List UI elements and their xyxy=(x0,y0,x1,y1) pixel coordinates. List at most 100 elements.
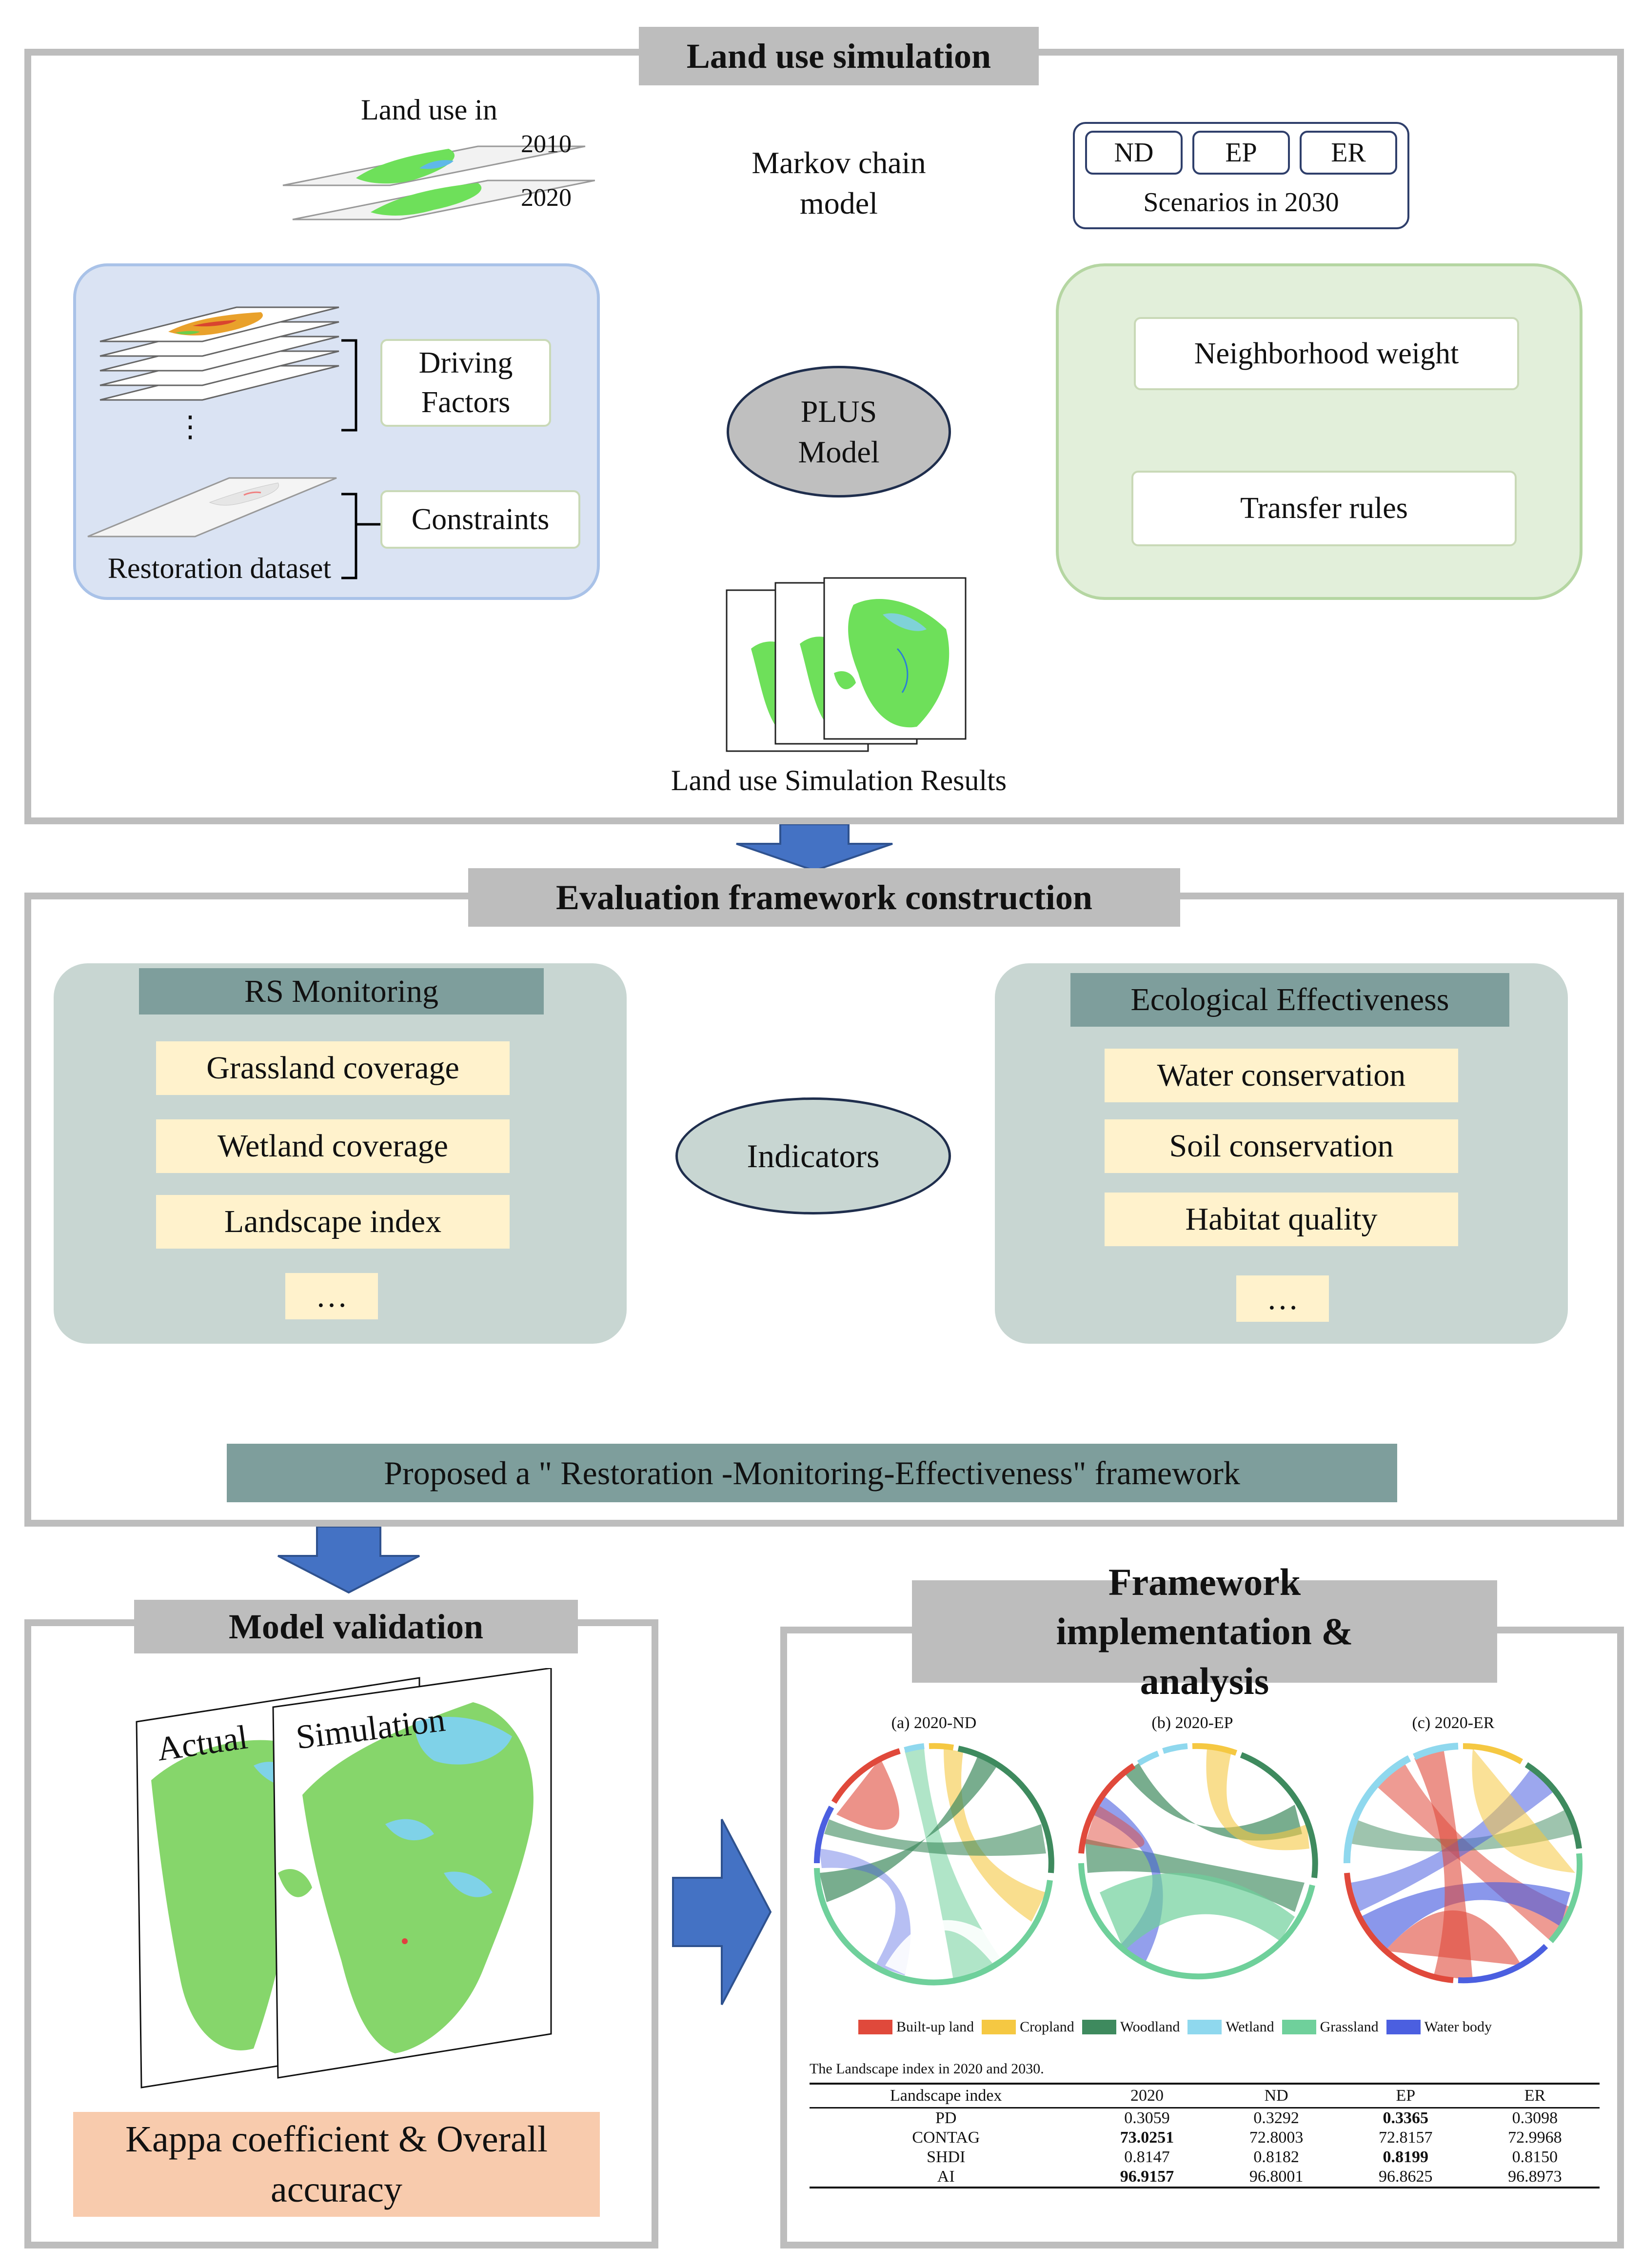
results-label: Land use Simulation Results xyxy=(671,764,1007,796)
constraints-box: Constraints xyxy=(380,490,580,549)
big-arrow-right xyxy=(672,1819,772,2005)
table-cell: 0.3059 xyxy=(1124,2109,1170,2127)
land-use-in-label: Land use in xyxy=(361,93,497,126)
eco-item-water: Water conservation xyxy=(1105,1049,1458,1102)
table-caption: The Landscape index in 2020 and 2030. xyxy=(810,2061,1044,2077)
eco-item-more: … xyxy=(1236,1275,1329,1322)
driving-factor-bracket xyxy=(341,339,357,432)
indicators-node: Indicators xyxy=(675,1097,951,1214)
land-use-map-stack xyxy=(282,145,595,220)
table-cell: PD xyxy=(935,2109,957,2127)
landscape-index-table: Landscape index 2020 ND EP ER PD 0.3059 … xyxy=(810,2083,1600,2188)
legend-item: Wetland xyxy=(1187,2019,1274,2035)
restoration-dataset-label: Restoration dataset xyxy=(107,552,332,584)
table-row: AI 96.9157 96.8001 96.8625 96.8973 xyxy=(810,2167,1600,2188)
land-use-simulation-title: Land use simulation xyxy=(639,27,1039,85)
legend-swatch xyxy=(858,2019,892,2034)
table-cell: 73.0251 xyxy=(1120,2129,1174,2147)
legend-swatch xyxy=(1282,2019,1316,2034)
legend-item: Built-up land xyxy=(858,2019,974,2035)
th-er: ER xyxy=(1524,2087,1546,2105)
evaluation-title: Evaluation framework construction xyxy=(468,868,1180,927)
legend-label: Cropland xyxy=(1020,2018,1074,2035)
transfer-rules-box: Transfer rules xyxy=(1131,471,1517,546)
plus-model-node: PLUS Model xyxy=(727,366,951,497)
simulation-results-maps xyxy=(726,577,967,752)
scenario-nd: ND xyxy=(1085,131,1183,175)
legend-swatch xyxy=(1386,2019,1421,2034)
table-cell: 96.8625 xyxy=(1379,2168,1433,2186)
table-cell: 0.3365 xyxy=(1383,2109,1429,2127)
legend-label: Wetland xyxy=(1226,2018,1274,2035)
driving-factor-layers xyxy=(99,306,339,401)
chord-title-a: (a) 2020-ND xyxy=(891,1713,977,1732)
eco-item-soil: Soil conservation xyxy=(1105,1119,1458,1173)
table-row: PD 0.3059 0.3292 0.3365 0.3098 xyxy=(810,2108,1600,2129)
chord-diagrams xyxy=(814,1743,1583,1986)
legend-label: Built-up land xyxy=(896,2018,974,2035)
legend-label: Woodland xyxy=(1120,2018,1180,2035)
scenario-er: ER xyxy=(1300,131,1397,175)
big-arrow-down-2 xyxy=(277,1526,420,1594)
rs-item-wetland: Wetland coverage xyxy=(156,1119,510,1173)
table-cell: 72.8003 xyxy=(1249,2129,1304,2147)
chord-title-b: (b) 2020-EP xyxy=(1151,1713,1233,1732)
table-cell: 0.8199 xyxy=(1383,2148,1429,2166)
rs-item-landscape: Landscape index xyxy=(156,1195,510,1249)
proposed-framework-bar: Proposed a " Restoration -Monitoring-Eff… xyxy=(227,1444,1397,1502)
chord-diagram-a xyxy=(814,1743,1054,1986)
table-cell: CONTAG xyxy=(912,2129,980,2147)
scenario-ep: EP xyxy=(1192,131,1290,175)
kappa-box: Kappa coefficient & Overall accuracy xyxy=(73,2112,600,2217)
rs-monitoring-title: RS Monitoring xyxy=(139,968,544,1015)
rs-item-grassland: Grassland coverage xyxy=(156,1041,510,1095)
eco-item-habitat: Habitat quality xyxy=(1105,1193,1458,1246)
legend-swatch xyxy=(982,2019,1016,2034)
scenarios-label: Scenarios in 2030 xyxy=(1143,187,1339,218)
table-cell: 72.8157 xyxy=(1379,2129,1433,2147)
table-cell: 72.9968 xyxy=(1508,2129,1562,2147)
legend-label: Water body xyxy=(1424,2018,1492,2035)
table-cell: 0.3098 xyxy=(1512,2109,1558,2127)
framework-title: Framework implementation & analysis xyxy=(912,1561,1497,1702)
chord-title-c: (c) 2020-ER xyxy=(1412,1713,1495,1732)
table-cell: 96.9157 xyxy=(1120,2168,1174,2186)
model-validation-title: Model validation xyxy=(134,1600,578,1653)
table-cell: 96.8973 xyxy=(1508,2168,1562,2186)
chord-diagram-b xyxy=(1078,1743,1318,1980)
rules-group xyxy=(1056,263,1583,600)
validation-maps xyxy=(136,1668,552,2089)
year-2010-label: 2010 xyxy=(521,130,572,158)
driving-factors-box: Driving Factors xyxy=(380,339,551,427)
table-cell: AI xyxy=(937,2168,955,2186)
eco-effectiveness-title: Ecological Effectiveness xyxy=(1070,973,1509,1027)
big-arrow-down-1 xyxy=(736,823,893,872)
th-ep: EP xyxy=(1396,2087,1416,2105)
constraint-layer xyxy=(87,477,337,537)
legend-swatch xyxy=(1082,2019,1116,2034)
chord-diagram-c xyxy=(1343,1743,1583,1984)
table-header-row: Landscape index 2020 ND EP ER xyxy=(810,2084,1600,2108)
table-cell: 0.3292 xyxy=(1253,2109,1299,2127)
legend-item: Woodland xyxy=(1082,2019,1180,2035)
th-landscape-index: Landscape index xyxy=(890,2087,1002,2105)
constraint-bracket xyxy=(341,493,380,579)
legend-item: Cropland xyxy=(982,2019,1074,2035)
year-2020-label: 2020 xyxy=(521,183,572,212)
ellipsis-dots: ⋮ xyxy=(176,411,205,443)
legend-swatch xyxy=(1187,2019,1222,2034)
table-cell: 0.8147 xyxy=(1124,2148,1170,2166)
chord-legend: Built-up land Cropland Woodland Wetland Gras… xyxy=(858,2013,1590,2040)
table-cell: 0.8182 xyxy=(1253,2148,1299,2166)
table-cell: 0.8150 xyxy=(1512,2148,1558,2166)
th-nd: ND xyxy=(1264,2087,1288,2105)
table-row: CONTAG 73.0251 72.8003 72.8157 72.9968 xyxy=(810,2128,1600,2148)
th-2020: 2020 xyxy=(1130,2087,1164,2105)
markov-chain-model: Markov chain model xyxy=(752,145,926,220)
table-row: SHDI 0.8147 0.8182 0.8199 0.8150 xyxy=(810,2148,1600,2167)
neighborhood-weight-box: Neighborhood weight xyxy=(1134,317,1519,390)
table-cell: SHDI xyxy=(927,2148,966,2166)
legend-item: Grassland xyxy=(1282,2019,1379,2035)
legend-label: Grassland xyxy=(1320,2018,1379,2035)
table-cell: 96.8001 xyxy=(1249,2168,1304,2186)
